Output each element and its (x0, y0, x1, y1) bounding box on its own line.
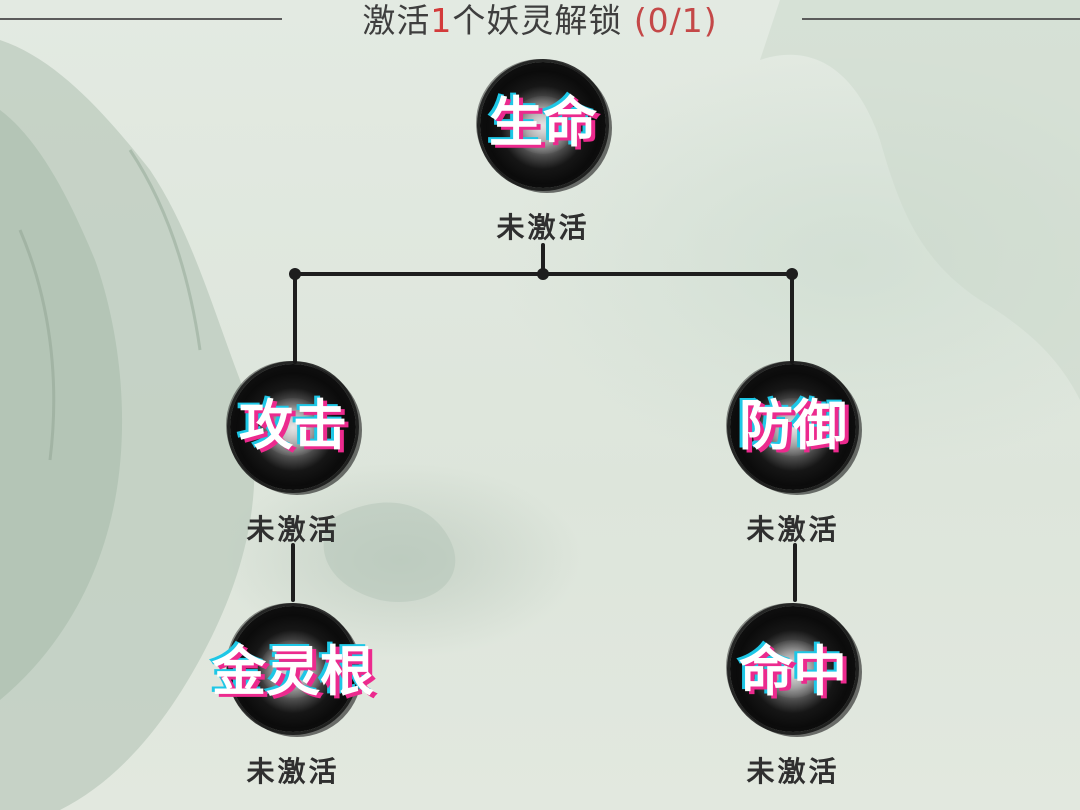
talent-node-status: 未激活 (746, 513, 840, 546)
header-divider-left (0, 18, 282, 20)
ink-orb-icon (230, 606, 356, 732)
ink-orb-icon (730, 606, 856, 732)
talent-node-label: 生命 (489, 91, 597, 154)
talent-node-status: 未激活 (496, 211, 590, 244)
talent-node-label: 攻击 (239, 394, 347, 457)
talent-node-label: 命中 (739, 640, 847, 703)
unlock-requirement-text: 激活1个妖灵解锁 (0/1) (0, 0, 1080, 42)
talent-node-label: 防御 (739, 394, 847, 457)
header-suffix: 个妖灵解锁 (452, 1, 623, 40)
header-prefix: 激活 (362, 1, 431, 40)
talent-node-fangyu[interactable]: 防御 未激活 (723, 358, 863, 546)
talent-node-status: 未激活 (246, 755, 340, 788)
header-divider-right (802, 18, 1080, 20)
connector-joint-left (289, 268, 301, 280)
talent-node-mingzhong[interactable]: 命中 未激活 (723, 600, 863, 788)
header-count: 1 (430, 1, 453, 40)
connector-joint-right (786, 268, 798, 280)
talent-node-label: 金灵根 (212, 640, 374, 703)
ink-orb-icon (480, 62, 606, 188)
ink-orb-icon (230, 364, 356, 490)
connector-joint-center (537, 268, 549, 280)
talent-node-gongji[interactable]: 攻击 未激活 (223, 358, 363, 546)
talent-node-shengming[interactable]: 生命 未激活 (473, 56, 613, 244)
unlock-requirement-header: 激活1个妖灵解锁 (0/1) (0, 0, 1080, 46)
talent-node-status: 未激活 (246, 513, 340, 546)
unlock-progress: (0/1) (633, 1, 718, 40)
ink-orb-icon (730, 364, 856, 490)
talent-node-status: 未激活 (746, 755, 840, 788)
talent-node-jinlinggen[interactable]: 金灵根 未激活 (212, 600, 374, 788)
